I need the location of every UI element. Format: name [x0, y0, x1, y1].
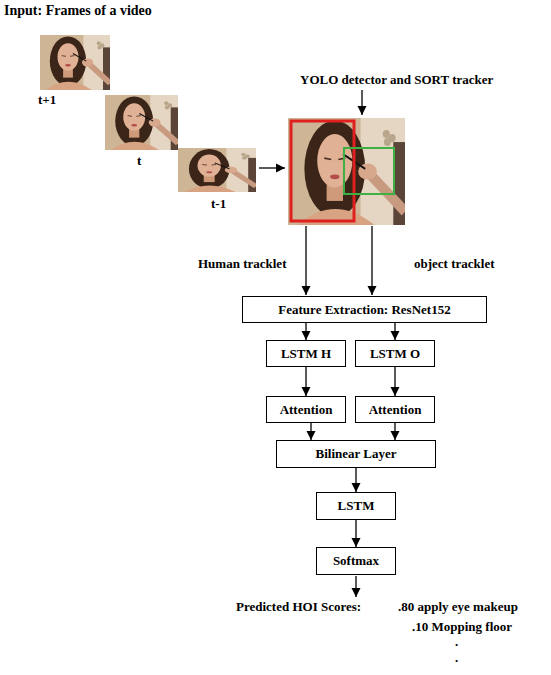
process-box: LSTM O — [355, 340, 435, 367]
annotation-label: t+1 — [38, 92, 56, 108]
video-frame — [40, 35, 110, 90]
flow-arrow — [355, 520, 356, 547]
box-label: Attention — [369, 402, 422, 418]
annotation-label: . — [455, 650, 458, 666]
figure-title: Input: Frames of a video — [4, 3, 152, 20]
annotation-label: .80 apply eye makeup — [398, 599, 518, 615]
flow-arrow — [394, 367, 395, 396]
flow-arrow — [259, 167, 285, 168]
process-box: Bilinear Layer — [276, 440, 436, 468]
flow-arrow — [361, 90, 362, 115]
process-box: LSTM H — [266, 340, 346, 367]
output-arrow — [355, 576, 356, 597]
process-box: Attention — [266, 396, 346, 423]
annotation-label: . — [455, 634, 458, 650]
box-label: LSTM H — [281, 346, 331, 362]
process-box: Softmax — [316, 547, 396, 575]
flow-arrow — [355, 468, 356, 492]
flow-arrow — [394, 323, 395, 340]
tracklet-arrow — [371, 226, 372, 295]
annotation-label: object tracklet — [414, 256, 495, 272]
detection-frame — [288, 118, 405, 225]
box-label: LSTM — [338, 498, 375, 514]
annotation-label: Human tracklet — [198, 256, 286, 272]
object-bounding-box — [344, 148, 394, 194]
annotation-label: Predicted HOI Scores: — [236, 599, 361, 615]
tracklet-arrow — [305, 226, 306, 295]
annotation-label: t-1 — [211, 196, 226, 212]
box-label: Bilinear Layer — [315, 446, 396, 462]
video-frame — [105, 95, 178, 150]
flow-arrow — [310, 423, 311, 440]
box-label: LSTM O — [370, 346, 420, 362]
process-box: Attention — [355, 396, 435, 423]
box-label: Attention — [280, 402, 333, 418]
video-frame — [178, 148, 256, 192]
flow-arrow — [305, 323, 306, 340]
annotation-label: .10 Mopping floor — [412, 619, 512, 635]
flow-arrow — [394, 423, 395, 440]
box-label: Softmax — [333, 553, 379, 569]
flow-arrow — [305, 367, 306, 396]
annotation-label: YOLO detector and SORT tracker — [300, 72, 493, 88]
annotation-label: t — [137, 153, 141, 169]
box-label: Feature Extraction: ResNet152 — [278, 302, 450, 318]
process-box: Feature Extraction: ResNet152 — [242, 296, 487, 323]
process-box: LSTM — [316, 492, 396, 520]
